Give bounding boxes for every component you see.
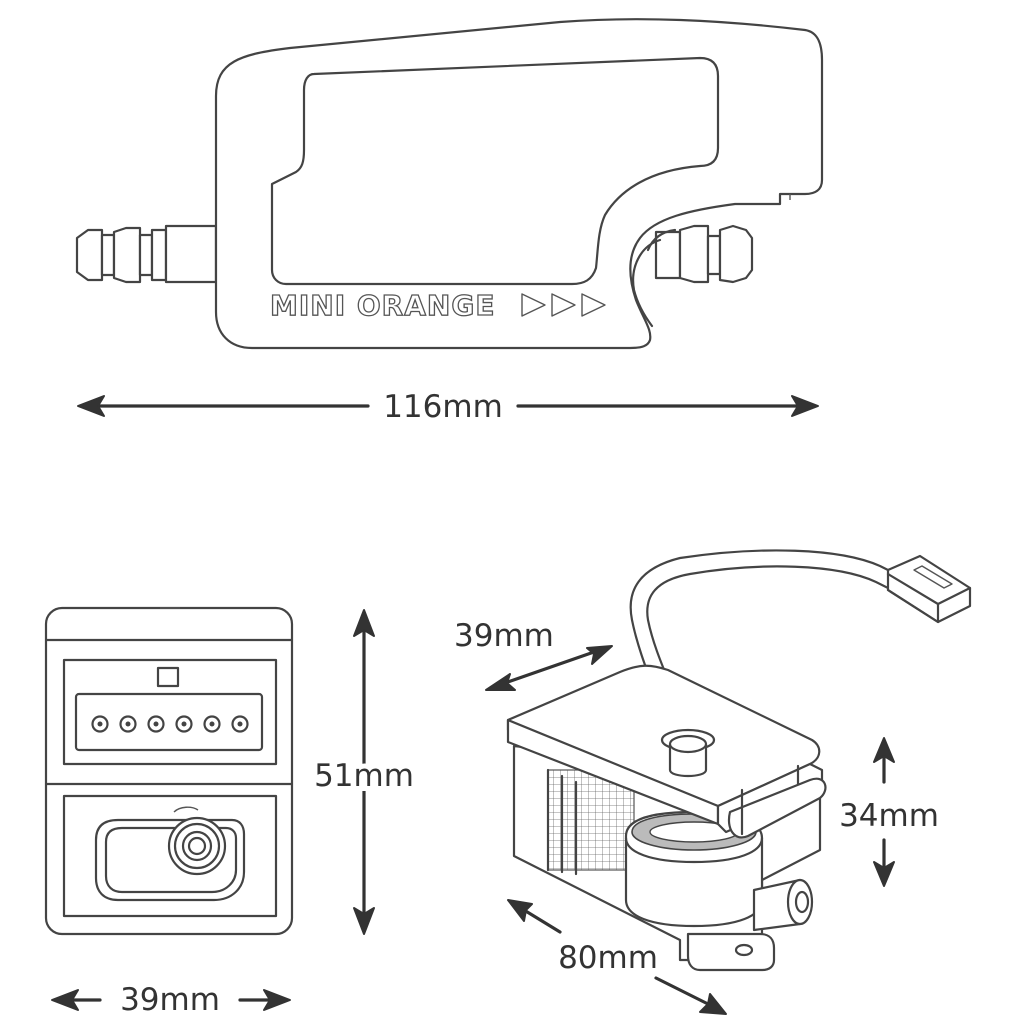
left-hose-barb: [75, 224, 218, 284]
front-width-label: 39mm: [120, 982, 220, 1018]
front-width-dimension: 39mm: [51, 982, 291, 1018]
triple-chevron-right-icon: [521, 293, 606, 317]
front-view-pump: [44, 606, 294, 936]
iso-height-dimension: 34mm: [839, 737, 939, 887]
iso-length-dimension: 80mm: [507, 899, 727, 1015]
iso-length-label: 80mm: [558, 940, 658, 976]
brand-label: MINI ORANGE: [270, 289, 495, 322]
front-height-dimension: 51mm: [309, 609, 419, 935]
connector-pins: [91, 715, 249, 733]
display-window: [270, 56, 720, 286]
iso-depth-dimension: 39mm: [454, 618, 613, 691]
cable-plug: [886, 554, 972, 624]
front-height-label: 51mm: [314, 758, 414, 794]
iso-depth-label: 39mm: [454, 618, 554, 654]
length-dimension: 116mm: [77, 389, 819, 425]
length-label: 116mm: [383, 389, 503, 425]
outlet-port-front: [167, 816, 227, 876]
outlet-port-iso: [752, 878, 814, 932]
iso-height-label: 34mm: [839, 798, 939, 834]
top-view-pump: MINI ORANGE: [75, 18, 824, 350]
pump-body-outline: [214, 18, 824, 350]
cable-grommet: [660, 728, 716, 778]
right-hose-barb: [654, 224, 754, 284]
isometric-view-pump: [506, 549, 972, 972]
